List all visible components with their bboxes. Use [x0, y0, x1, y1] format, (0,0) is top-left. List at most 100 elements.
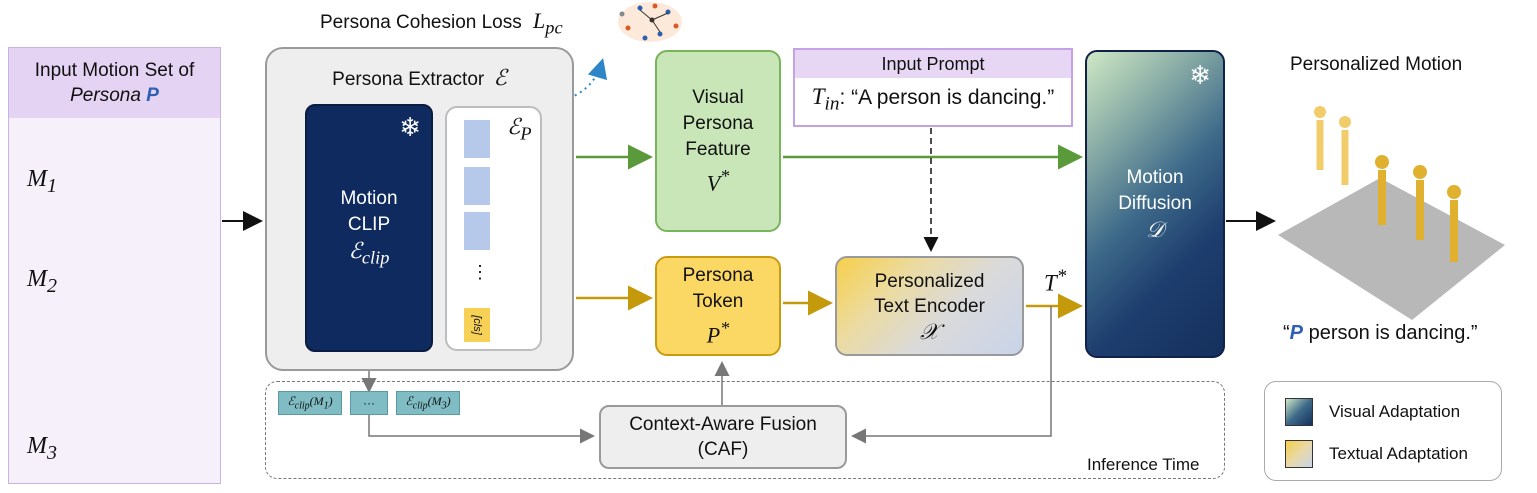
clip-embedding-m1: ℰclip(M1) — [278, 391, 342, 415]
emb3-text: ℰclip(M3) — [405, 394, 450, 411]
persona-extractor-title: Persona Extractor ℰ — [267, 65, 572, 91]
clip-embedding-m3: ℰclip(M3) — [396, 391, 460, 415]
arrow-output-to-caf — [851, 306, 1052, 444]
visual-feature-line3: Feature — [685, 139, 751, 161]
legend: Visual Adaptation Textual Adaptation — [1264, 381, 1502, 481]
fusion-line1: Context-Aware Fusion — [629, 414, 817, 435]
ep-symbol: ℰP — [507, 114, 532, 144]
input-panel-header: Input Motion Set of Persona P — [9, 48, 220, 118]
loss-symbol-sub: pc — [545, 17, 563, 38]
encoder-output-symbol-base: T — [1044, 270, 1057, 296]
clip-symbol: ℰclip — [349, 238, 390, 270]
persona-transformer-block: ⋮ [cls] ℰP — [445, 106, 542, 351]
motion-label-m3: M3 — [27, 433, 57, 465]
emb1-arg: (M — [309, 394, 324, 409]
persona-extractor-title-text: Persona Extractor — [332, 69, 485, 90]
loss-symbol: Lpc — [533, 8, 563, 37]
persona-token-line1: Persona — [682, 265, 754, 287]
motion-diffusion: ❄ Motion Diffusion 𝒟 — [1085, 50, 1225, 358]
emb3-arg-sub: 3 — [441, 400, 447, 412]
motion-label-m2: M2 — [27, 266, 57, 298]
persona-token-line2: Token — [692, 291, 744, 313]
personalized-caption: “P person is dancing.” — [1283, 322, 1478, 345]
text-encoder-line2: Text Encoder — [874, 295, 985, 317]
visual-persona-feature: Visual Persona Feature V* — [655, 50, 781, 232]
emb1-sub: clip — [294, 400, 310, 412]
input-prompt-header: Input Prompt — [795, 50, 1071, 78]
visual-adaptation-label: Visual Adaptation — [1329, 402, 1461, 421]
cls-token-label: [cls] — [471, 315, 483, 335]
fusion-line2: (CAF) — [697, 439, 749, 460]
inference-time-label: Inference Time — [1087, 455, 1200, 474]
caption-persona-symbol: P — [1289, 322, 1304, 344]
textual-adaptation-label: Textual Adaptation — [1329, 444, 1468, 463]
emb3-sub: clip — [412, 400, 428, 412]
emb1-arg-sub: 1 — [323, 400, 329, 412]
encoder-output-symbol: T* — [1044, 266, 1066, 297]
emb1-text: ℰclip(M1) — [287, 394, 332, 411]
persona-token-symbol-sup: * — [720, 318, 730, 339]
visual-feature-line2: Persona — [682, 113, 754, 135]
diffusion-line1: Motion — [1126, 167, 1184, 188]
text-encoder-line1: Personalized — [874, 270, 985, 292]
encoder-output-symbol-sup: * — [1056, 266, 1067, 287]
loss-scatter-graphic — [618, 2, 682, 42]
extractor-symbol: ℰ — [493, 65, 507, 90]
motion-clip-line1: Motion — [340, 187, 398, 209]
caption-text: person is dancing.” — [1303, 322, 1478, 344]
textual-adaptation-swatch — [1285, 440, 1313, 468]
motion-m3-sub: 3 — [47, 441, 57, 464]
persona-token-symbol-base: P — [706, 322, 721, 348]
visual-feature-symbol-base: V — [706, 170, 721, 196]
context-aware-fusion: Context-Aware Fusion (CAF) — [599, 405, 847, 469]
loss-label: Persona Cohesion Loss Lpc — [320, 8, 563, 38]
persona-symbol: P — [146, 85, 159, 106]
emb1-symbol: ℰ — [287, 394, 295, 409]
emb3-arg: (M — [427, 394, 442, 409]
clip-symbol-sub: clip — [361, 247, 390, 268]
motion-m3-base: M — [27, 433, 47, 459]
persona-token: Persona Token P* — [655, 256, 781, 356]
clip-embedding-ellipsis: ··· — [350, 391, 388, 415]
motion-m1-base: M — [27, 166, 47, 192]
motion-m2-base: M — [27, 266, 47, 292]
motion-m1-sub: 1 — [47, 174, 57, 197]
visual-feature-symbol: V* — [707, 163, 730, 196]
visual-feature-symbol-sup: * — [720, 166, 730, 187]
snowflake-icon: ❄ — [399, 112, 421, 142]
personalized-motion-title: Personalized Motion — [1290, 54, 1463, 75]
motion-clip-block: ❄ Motion CLIP ℰclip — [305, 104, 433, 352]
input-prompt: Input Prompt Tin: “A person is dancing.” — [793, 48, 1073, 127]
input-panel-subtitle: Persona P — [70, 83, 159, 108]
personalized-motion-graphic — [1278, 106, 1505, 320]
persona-token-symbol: P* — [707, 315, 730, 348]
emb3-symbol: ℰ — [405, 394, 413, 409]
ep-symbol-sub: P — [520, 123, 532, 144]
diffusion-symbol: 𝒟 — [1146, 217, 1164, 242]
motion-m2-sub: 2 — [47, 274, 57, 297]
ep-symbol-base: ℰ — [507, 114, 521, 139]
diffusion-line2: Diffusion — [1118, 193, 1192, 214]
emb1-close: ) — [328, 394, 333, 409]
visual-feature-line1: Visual — [692, 87, 744, 109]
arrow-embeddings-to-caf — [368, 414, 595, 444]
token-box — [464, 167, 490, 205]
visual-adaptation-swatch — [1285, 398, 1313, 426]
token-box — [464, 212, 490, 250]
loss-label-text: Persona Cohesion Loss — [320, 12, 522, 33]
prompt-symbol: Tin — [811, 84, 840, 115]
token-box — [464, 120, 490, 158]
clip-symbol-base: ℰ — [348, 237, 362, 263]
input-prompt-text: Tin: “A person is dancing.” — [795, 84, 1071, 116]
token-ellipsis: ⋮ — [471, 262, 489, 282]
caption-open-quote: “ — [1283, 322, 1290, 344]
prompt-text-value: : “A person is dancing.” — [839, 86, 1055, 109]
prompt-symbol-base: T — [811, 84, 825, 109]
inference-time-region — [265, 381, 1225, 479]
input-motion-panel: Input Motion Set of Persona P M1 M2 M3 — [8, 47, 221, 484]
cls-token: [cls] — [464, 308, 490, 342]
prompt-symbol-sub: in — [824, 93, 840, 115]
motion-label-m1: M1 — [27, 166, 57, 198]
input-panel-title: Input Motion Set of — [34, 60, 195, 81]
emb-ellipsis: ··· — [363, 396, 375, 410]
